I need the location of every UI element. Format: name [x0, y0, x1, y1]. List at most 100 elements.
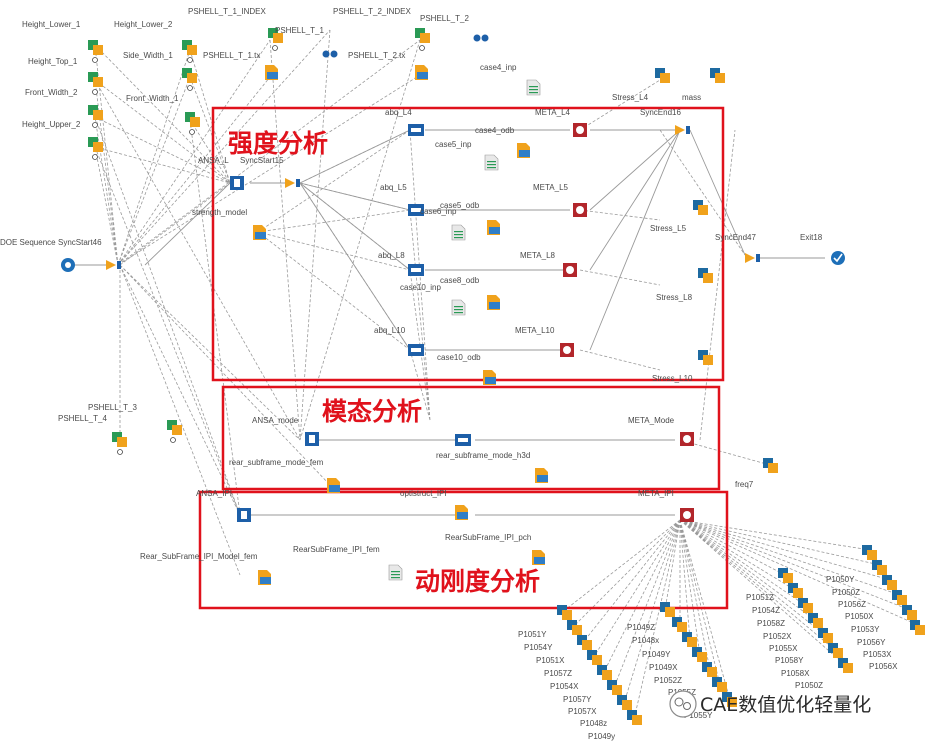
out-label: P1058X	[781, 669, 810, 678]
label-meta-ipi: META_IPI	[638, 489, 674, 498]
out-label: P1050X	[845, 612, 874, 621]
out-label: P1054X	[550, 682, 579, 691]
label-syncend16: SyncEnd16	[640, 108, 681, 117]
param-icons[interactable]	[88, 28, 430, 455]
section-title-dynamic: 动刚度分析	[415, 567, 540, 596]
watermark-text: CAE数值优化轻量化	[700, 694, 871, 716]
label-syncstart15: SyncStart15	[240, 156, 284, 165]
label-abq-l4: abq_L4	[385, 108, 412, 117]
label-abq-l8: abq_L8	[378, 251, 405, 260]
out-label: P1054Y	[524, 643, 553, 652]
label-pshell-t-3: PSHELL_T_3	[88, 403, 137, 412]
label-mass: mass	[682, 93, 701, 102]
label-pshell-t-1-index: PSHELL_T_1_INDEX	[188, 7, 266, 16]
out-label: P1057Z	[544, 669, 572, 678]
section-boxes	[198, 106, 729, 610]
label-optistruct-ipi: optistruct_IPI	[400, 489, 447, 498]
label-syncstart46: SyncStart46	[58, 238, 102, 247]
out-label: P1048x	[632, 636, 659, 645]
label-case6-inp: case6_inp	[420, 207, 457, 216]
out-label: P1049Y	[642, 650, 671, 659]
label-side-width-1: Side_Width_1	[123, 51, 173, 60]
label-front-width-1: Front_Width_1	[126, 94, 179, 103]
label-syncend47: SyncEnd47	[715, 233, 756, 242]
strength-box	[211, 106, 725, 382]
out-label: P1050Z	[795, 681, 823, 690]
label-ansa-mode: ANSA_mode	[252, 416, 299, 425]
label-case5-odb: case5_odb	[440, 201, 480, 210]
label-stress-l5: Stress_L5	[650, 224, 687, 233]
label-pshell-t-2-index: PSHELL_T_2_INDEX	[333, 7, 411, 16]
out-label: P1054Z	[752, 606, 780, 615]
out-label: P1049X	[649, 663, 678, 672]
label-case8-odb: case8_odb	[440, 276, 480, 285]
out-label: P1051Y	[518, 630, 547, 639]
label-height-lower-2: Height_Lower_2	[114, 20, 173, 29]
label-stress-l8: Stress_L8	[656, 293, 693, 302]
out-label: P1051X	[536, 656, 565, 665]
out-label: P1053X	[863, 650, 892, 659]
out-label: P1048z	[580, 719, 607, 728]
label-pshell-t-2-tx: PSHELL_T_2.tx	[348, 51, 405, 60]
label-ansa-ipi: ANSA_IPI	[196, 489, 232, 498]
out-label: P1057X	[568, 707, 597, 716]
label-height-upper-2: Height_Upper_2	[22, 120, 81, 129]
label-doe-sequence: DOE Sequence	[0, 238, 56, 247]
section-title-modal: 模态分析	[322, 397, 422, 426]
flow-lines	[72, 129, 825, 516]
label-meta-l5: META_L5	[533, 183, 569, 192]
out-label: P1056Y	[857, 638, 886, 647]
label-meta-mode: META_Mode	[628, 416, 675, 425]
label-abq-l5: abq_L5	[380, 183, 407, 192]
label-height-top-1: Height_Top_1	[28, 57, 78, 66]
label-exit18: Exit18	[800, 233, 823, 242]
label-ansa-l: ANSA_L	[198, 156, 229, 165]
label-case5-inp: case5_inp	[435, 140, 472, 149]
label-pshell-t-1-tx: PSHELL_T_1.tx	[203, 51, 260, 60]
out-label: P1055X	[769, 644, 798, 653]
dynamic-box	[198, 490, 729, 610]
label-stress-l10: Stress_L10	[652, 374, 693, 383]
label-rear-subframe-mode-fem: rear_subframe_mode_fem	[229, 458, 324, 467]
out-label: P1052Z	[654, 676, 682, 685]
out-label: P1055Y	[684, 711, 713, 720]
tool-icons[interactable]	[61, 123, 845, 522]
label-rear-subframe-mode-h3d: rear_subframe_mode_h3d	[436, 451, 530, 460]
label-meta-l4: META_L4	[535, 108, 571, 117]
file-icons[interactable]	[253, 34, 548, 586]
section-title-strength: 强度分析	[228, 129, 328, 158]
out-label: P1056X	[869, 662, 898, 671]
wechat-watermark: CAE数值优化轻量化	[669, 690, 871, 718]
out-label: P1052X	[763, 632, 792, 641]
label-pshell-t-2: PSHELL_T_2	[420, 14, 469, 23]
out-label: P1053Y	[851, 625, 880, 634]
out-label: P1051Z	[746, 593, 774, 602]
label-rearsubframe-ipi-pch: RearSubFrame_IPI_pch	[445, 533, 531, 542]
out-label: P1056Z	[838, 600, 866, 609]
out-label: P1058Z	[757, 619, 785, 628]
label-stress-l4: Stress_L4	[612, 93, 649, 102]
label-case4-inp: case4_inp	[480, 63, 517, 72]
label-pshell-t-4: PSHELL_T_4	[58, 414, 107, 423]
out-label: P1049y	[588, 732, 615, 741]
label-strength-model: strength_model	[192, 208, 247, 217]
out-label: P1057Y	[563, 695, 592, 704]
out-label: P1049Z	[627, 623, 655, 632]
modal-box	[221, 385, 721, 491]
label-rearsubframe-ipi-fem: RearSubFrame_IPI_fem	[293, 545, 380, 554]
label-height-lower-1: Height_Lower_1	[22, 20, 81, 29]
out-label: P1050Y	[826, 575, 855, 584]
out-label: P1050Z	[832, 588, 860, 597]
label-case10-inp: case10_inp	[400, 283, 441, 292]
label-freq7: freq7	[735, 480, 754, 489]
label-pshell-t-1: PSHELL_T_1	[275, 26, 324, 35]
label-case4-odb: case4_odb	[475, 126, 515, 135]
label-rear-subframe-ipi-model-fem: Rear_SubFrame_IPI_Model_fem	[140, 552, 258, 561]
label-abq-l10: abq_L10	[374, 326, 406, 335]
label-meta-l8: META_L8	[520, 251, 556, 260]
out-label: P1058Y	[775, 656, 804, 665]
label-meta-l10: META_L10	[515, 326, 555, 335]
label-case10-odb: case10_odb	[437, 353, 481, 362]
node-labels: Height_Lower_1 Height_Lower_2 PSHELL_T_1…	[0, 7, 823, 561]
